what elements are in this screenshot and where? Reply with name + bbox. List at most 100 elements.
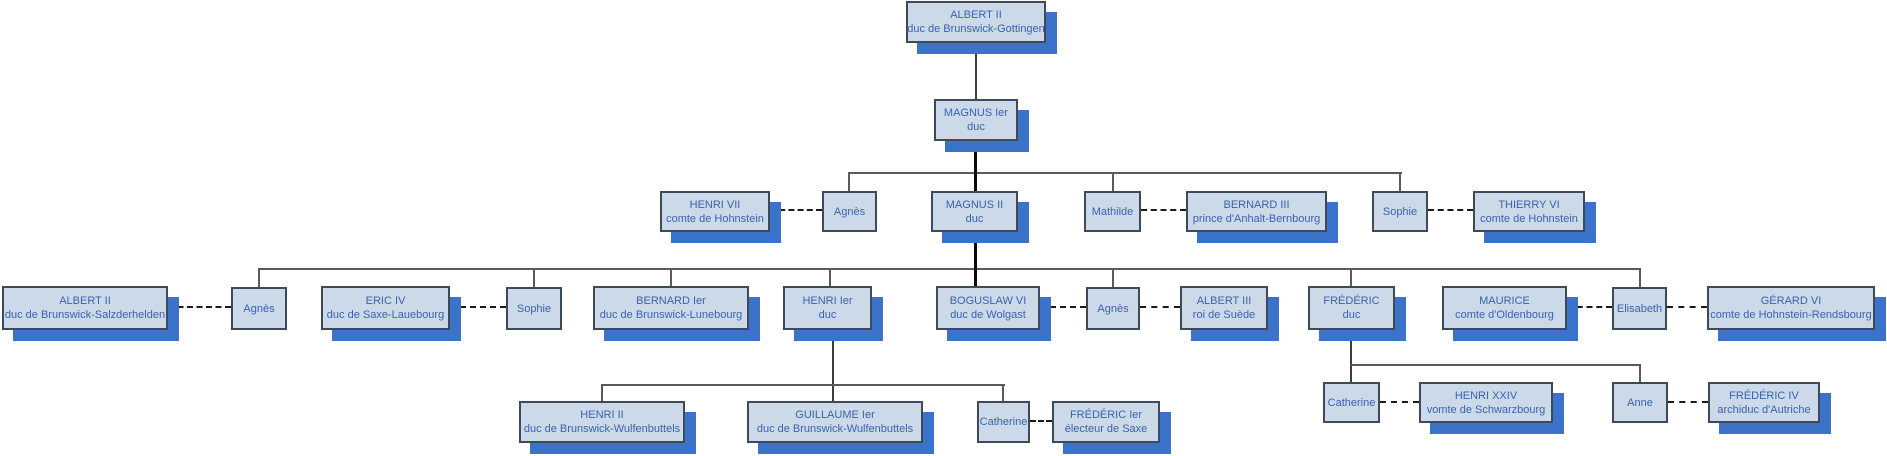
marriage-albert2-agnes: [168, 306, 231, 308]
person-title: duc: [965, 212, 984, 225]
person-title: duc: [818, 309, 837, 321]
person-box-henri2: HENRI II duc de Brunswick-Wulfenbuttels: [519, 401, 685, 443]
person-box-sophie-row4: Sophie: [506, 287, 562, 330]
person-name: FRÉDÉRIC Ier: [1069, 409, 1143, 421]
marriage-eric4-sophie: [450, 306, 506, 308]
person-title: comte d'Oldenbourg: [1455, 309, 1554, 321]
person-box-agnes-row4: Agnès: [231, 287, 287, 330]
person-name: BERNARD Ier: [636, 295, 706, 307]
person-name: Anne: [1627, 396, 1653, 409]
person-name: Sophie: [516, 302, 552, 315]
person-name: THIERRY VI: [1498, 198, 1560, 211]
person-name: MAGNUS Ier: [943, 107, 1009, 119]
marriage-henri7-agnes: [770, 209, 822, 211]
person-name: ALBERT II: [950, 9, 1002, 21]
connector-magnus1-magnus2: [974, 141, 977, 192]
person-name: Agnès: [1097, 302, 1129, 315]
person-name: BERNARD III: [1223, 198, 1290, 211]
person-title: duc de Wolgast: [950, 309, 1026, 321]
person-title: comte de Hohnstein: [666, 212, 764, 225]
person-title: duc: [967, 121, 985, 133]
drop-agnes-row3: [848, 172, 850, 192]
person-box-mathilde: Mathilde: [1084, 191, 1141, 232]
person-box-frederic: FRÉDÉRIC duc: [1308, 286, 1395, 330]
drop-henri1er: [829, 268, 831, 287]
person-name: HENRI VII: [689, 198, 741, 211]
person-title: duc de Brunswick-Wulfenbuttels: [523, 423, 681, 435]
person-box-henri1er: HENRI Ier duc: [783, 286, 872, 330]
person-title: duc de Brunswick-Salzderhelden: [4, 309, 166, 321]
person-box-elisabeth: Elisabeth: [1612, 287, 1667, 330]
person-box-bernard3: BERNARD III prince d'Anhalt-Bernbourg: [1186, 191, 1327, 232]
drop-bernard1er: [670, 268, 672, 287]
drop-elisabeth: [1639, 268, 1641, 287]
person-title: prince d'Anhalt-Bernbourg: [1192, 212, 1321, 225]
person-title: comte de Hohnstein: [1480, 212, 1578, 225]
person-box-eric4: ERIC IV duc de Saxe-Lauebourg: [321, 286, 450, 330]
person-name: ALBERT III: [1196, 295, 1252, 307]
person-box-sophie-row3: Sophie: [1372, 191, 1428, 232]
person-name: Mathilde: [1091, 205, 1134, 218]
drop-agnes2-row4: [1112, 268, 1114, 287]
marriage-mathilde-bernard3: [1141, 209, 1186, 211]
person-box-anne: Anne: [1612, 382, 1668, 423]
connector-magnus2-row4: [974, 231, 977, 287]
drop-agnes-row4: [258, 268, 260, 287]
sibling-bus-row5-left: [602, 384, 1005, 386]
person-name: FRÉDÉRIC IV: [1729, 389, 1799, 402]
person-title: roi de Suède: [1192, 309, 1256, 321]
person-name: FRÉDÉRIC: [1323, 295, 1380, 307]
drop-sophie-row4: [533, 268, 535, 287]
person-name: HENRI II: [580, 409, 624, 421]
drop-sophie-row3: [1399, 172, 1401, 192]
person-box-agnes-row3: Agnès: [822, 191, 877, 232]
marriage-maurice-elisabeth: [1567, 306, 1612, 308]
person-box-albert2-gottingen: ALBERT II duc de Brunswick-Gottingen: [906, 1, 1046, 43]
drop-catherine: [1002, 384, 1004, 401]
person-box-albert3: ALBERT III roi de Suède: [1180, 286, 1268, 330]
person-box-gerard6: GÉRARD VI comte de Hohnstein-Rendsbourg: [1707, 286, 1875, 330]
person-box-boguslaw6: BOGUSLAW VI duc de Wolgast: [936, 286, 1040, 330]
sibling-bus-row4: [259, 268, 1641, 270]
person-name: GUILLAUME Ier: [795, 409, 875, 421]
person-box-bernard1er: BERNARD Ier duc de Brunswick-Lunebourg: [593, 286, 749, 330]
marriage-agnes-albert3: [1140, 306, 1180, 308]
person-title: duc de Brunswick-Gottingen: [907, 23, 1045, 35]
sibling-bus-row3: [849, 172, 1402, 174]
connector-albert2-magnus1: [975, 43, 977, 99]
person-name: ALBERT II: [59, 295, 111, 307]
person-title: vomte de Schwarzbourg: [1426, 403, 1546, 416]
person-title: duc de Saxe-Lauebourg: [326, 309, 445, 321]
person-box-catherine-left: Catherine: [977, 401, 1030, 443]
marriage-sophie-thierry6: [1428, 209, 1473, 211]
person-name: Elisabeth: [1616, 302, 1663, 315]
person-box-thierry6: THIERRY VI comte de Hohnstein: [1473, 191, 1585, 232]
marriage-anne-frederic4: [1668, 401, 1708, 403]
drop-frederic: [1350, 268, 1352, 287]
person-title: duc de Brunswick-Wulfenbuttels: [756, 423, 914, 435]
person-box-magnus2: MAGNUS II duc: [931, 191, 1018, 232]
person-title: électeur de Saxe: [1064, 423, 1148, 435]
drop-henri2: [601, 384, 603, 401]
person-title: archiduc d'Autriche: [1717, 403, 1811, 416]
person-name: ERIC IV: [365, 295, 406, 307]
drop-mathilde: [1112, 172, 1114, 192]
marriage-catherine-henri24: [1380, 401, 1419, 403]
person-title: comte de Hohnstein-Rendsbourg: [1710, 309, 1872, 321]
marriage-boguslaw-agnes: [1040, 306, 1086, 308]
person-box-henri24: HENRI XXIV vomte de Schwarzbourg: [1419, 382, 1553, 423]
person-box-guillaume1er: GUILLAUME Ier duc de Brunswick-Wulfenbut…: [747, 401, 923, 443]
marriage-catherine-frederic1er: [1030, 420, 1052, 422]
connector-frederic-row5: [1350, 330, 1352, 382]
person-name: HENRI Ier: [802, 295, 853, 307]
person-title: duc: [1342, 309, 1361, 321]
person-name: Sophie: [1382, 205, 1418, 218]
marriage-elisabeth-gerard6: [1667, 306, 1707, 308]
person-name: BOGUSLAW VI: [949, 295, 1027, 307]
person-box-agnes2-row4: Agnès: [1086, 287, 1140, 330]
person-name: MAGNUS II: [945, 198, 1004, 211]
connector-henri1er-row5: [832, 330, 834, 401]
person-box-maurice: MAURICE comte d'Oldenbourg: [1442, 286, 1567, 330]
person-name: MAURICE: [1479, 295, 1530, 307]
